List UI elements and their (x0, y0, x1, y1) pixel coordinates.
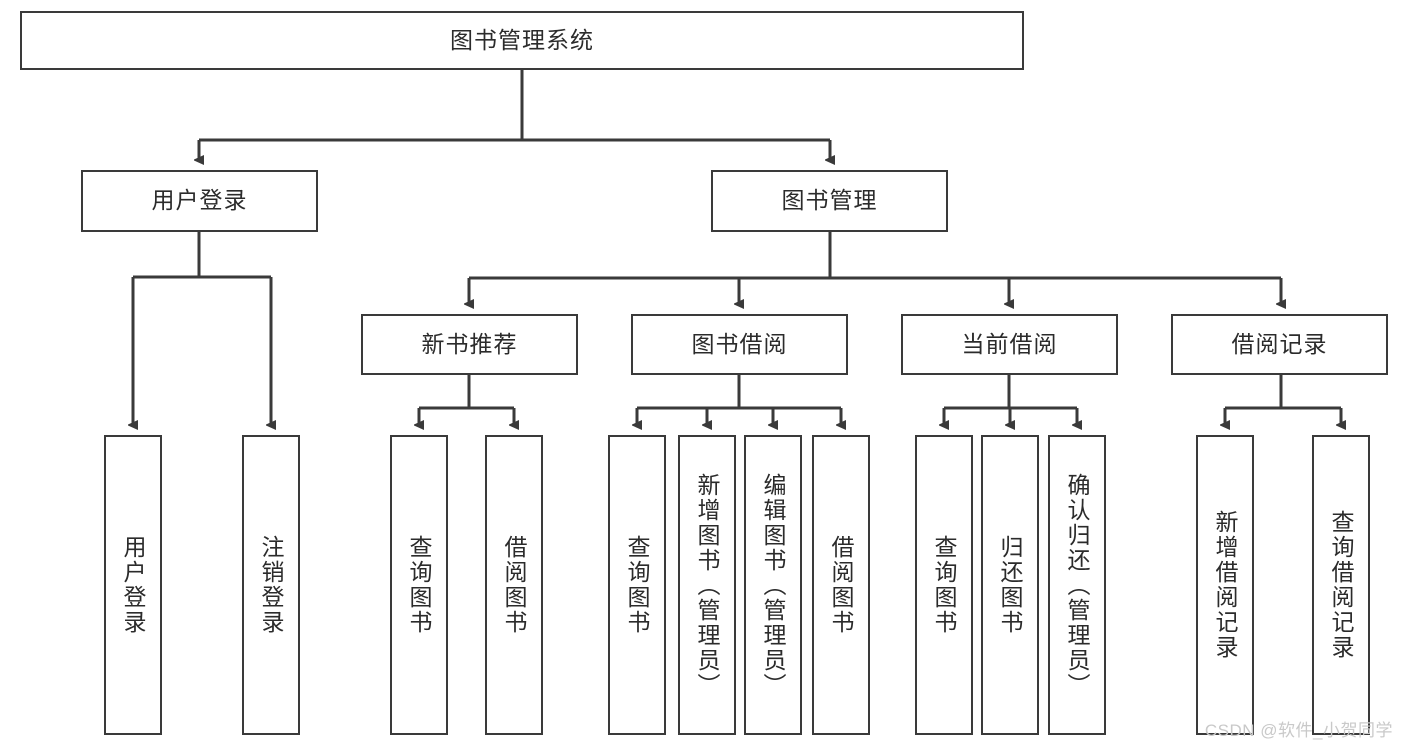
leaf-user-login-login[interactable]: 用户登录 (104, 435, 162, 735)
watermark: CSDN @软件_小贺同学 (1204, 721, 1393, 740)
node-label: 借阅记录 (1231, 330, 1328, 357)
node-borrow-record[interactable]: 借阅记录 (1171, 314, 1388, 375)
node-label: 借阅图书 (828, 535, 855, 635)
leaf-borrow-record-add[interactable]: 新增借阅记录 (1196, 435, 1254, 735)
node-new-book-recommend[interactable]: 新书推荐 (361, 314, 578, 375)
node-label: 用户登录 (120, 535, 147, 635)
node-current-borrow[interactable]: 当前借阅 (901, 314, 1118, 375)
node-book-borrow[interactable]: 图书借阅 (631, 314, 848, 375)
node-label: 确认归还（管理员） (1064, 472, 1091, 698)
leaf-borrow-record-query[interactable]: 查询借阅记录 (1312, 435, 1370, 735)
node-label: 图书管理系统 (450, 26, 594, 53)
leaf-new-book-query[interactable]: 查询图书 (390, 435, 448, 735)
node-label: 归还图书 (997, 535, 1024, 635)
node-label: 借阅图书 (501, 535, 528, 635)
node-label: 编辑图书（管理员） (760, 472, 787, 698)
leaf-book-borrow-edit[interactable]: 编辑图书（管理员） (744, 435, 802, 735)
node-label: 查询图书 (624, 535, 651, 635)
leaf-current-borrow-confirm-return[interactable]: 确认归还（管理员） (1048, 435, 1106, 735)
leaf-current-borrow-return[interactable]: 归还图书 (981, 435, 1039, 735)
node-label: 新书推荐 (421, 330, 518, 357)
node-label: 查询图书 (931, 535, 958, 635)
node-label: 当前借阅 (961, 330, 1058, 357)
leaf-new-book-borrow[interactable]: 借阅图书 (485, 435, 543, 735)
node-book-management[interactable]: 图书管理 (711, 170, 948, 232)
leaf-book-borrow-query[interactable]: 查询图书 (608, 435, 666, 735)
leaf-user-login-logout[interactable]: 注销登录 (242, 435, 300, 735)
node-user-login[interactable]: 用户登录 (81, 170, 318, 232)
node-label: 注销登录 (258, 535, 285, 635)
node-label: 新增借阅记录 (1212, 510, 1239, 660)
node-label: 新增图书（管理员） (694, 472, 721, 698)
node-label: 图书借阅 (691, 330, 788, 357)
node-label: 图书管理 (781, 187, 878, 214)
leaf-book-borrow-add[interactable]: 新增图书（管理员） (678, 435, 736, 735)
leaf-book-borrow-borrow[interactable]: 借阅图书 (812, 435, 870, 735)
node-label: 用户登录 (151, 187, 248, 214)
leaf-current-borrow-query[interactable]: 查询图书 (915, 435, 973, 735)
node-label: 查询图书 (406, 535, 433, 635)
node-root-system[interactable]: 图书管理系统 (20, 11, 1024, 70)
node-label: 查询借阅记录 (1328, 510, 1355, 660)
